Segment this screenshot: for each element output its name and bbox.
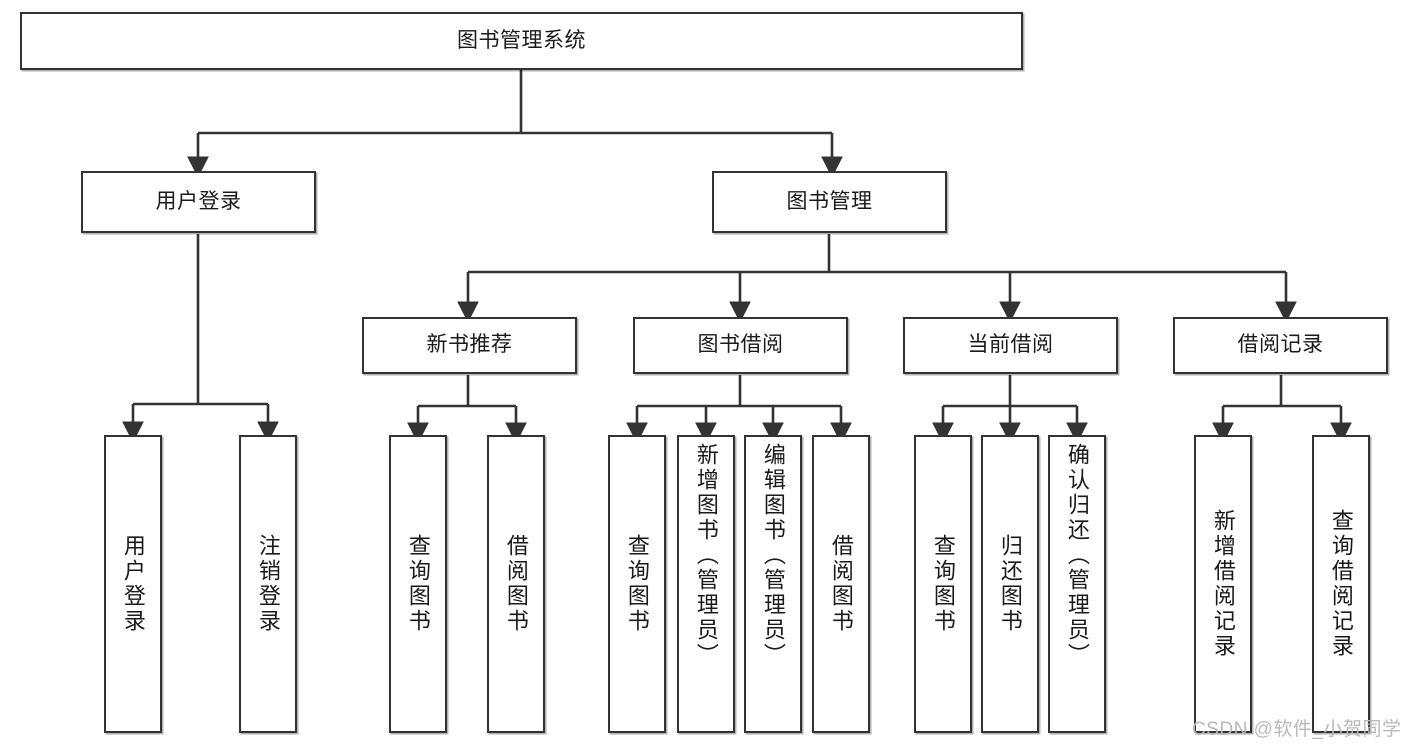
node-leaf-query-borrow-record-label: 查询借阅记录 [1328,509,1354,659]
node-root[interactable]: 图书管理系统 [20,12,1023,70]
node-current-borrow-label: 当前借阅 [967,333,1054,357]
node-borrow-record-label: 借阅记录 [1237,333,1324,357]
node-leaf-borrow-book-2[interactable]: 借阅图书 [812,435,870,733]
node-leaf-return-book-label: 归还图书 [997,534,1023,634]
node-leaf-add-book[interactable]: 新增图书（管理员） [677,435,735,733]
node-leaf-borrow-book-1[interactable]: 借阅图书 [487,435,545,733]
node-leaf-query-book-1-label: 查询图书 [405,534,431,634]
node-leaf-query-book-1[interactable]: 查询图书 [389,435,447,733]
node-user-login[interactable]: 用户登录 [81,171,316,233]
node-new-book-recommend-label: 新书推荐 [426,333,513,357]
node-leaf-add-borrow-record[interactable]: 新增借阅记录 [1194,435,1252,733]
node-root-label: 图书管理系统 [457,28,586,52]
node-leaf-user-login[interactable]: 用户登录 [104,435,162,733]
watermark: CSDN @软件_小贺同学 [1192,719,1402,740]
node-book-borrow[interactable]: 图书借阅 [633,317,848,374]
node-borrow-record[interactable]: 借阅记录 [1173,317,1388,374]
node-leaf-logout-login[interactable]: 注销登录 [239,435,297,733]
node-leaf-add-borrow-record-label: 新增借阅记录 [1210,509,1236,659]
node-leaf-query-book-2-label: 查询图书 [624,534,650,634]
node-current-borrow[interactable]: 当前借阅 [903,317,1118,374]
node-leaf-return-book[interactable]: 归还图书 [981,435,1039,733]
node-leaf-query-book-3[interactable]: 查询图书 [914,435,972,733]
node-leaf-borrow-book-2-label: 借阅图书 [828,534,854,634]
node-leaf-edit-book[interactable]: 编辑图书（管理员） [744,435,802,733]
node-leaf-user-login-label: 用户登录 [120,534,146,634]
node-leaf-confirm-return-label: 确认归还（管理员） [1064,443,1090,668]
node-book-borrow-label: 图书借阅 [697,333,784,357]
node-book-manage[interactable]: 图书管理 [712,171,947,233]
node-leaf-query-book-3-label: 查询图书 [930,534,956,634]
node-leaf-add-book-label: 新增图书（管理员） [693,443,719,668]
node-leaf-edit-book-label: 编辑图书（管理员） [760,443,786,668]
node-leaf-query-book-2[interactable]: 查询图书 [608,435,666,733]
node-leaf-borrow-book-1-label: 借阅图书 [503,534,529,634]
node-leaf-logout-login-label: 注销登录 [255,534,281,634]
node-new-book-recommend[interactable]: 新书推荐 [362,317,577,374]
node-leaf-query-borrow-record[interactable]: 查询借阅记录 [1312,435,1370,733]
node-leaf-confirm-return[interactable]: 确认归还（管理员） [1048,435,1106,733]
node-user-login-label: 用户登录 [155,189,242,213]
node-book-manage-label: 图书管理 [786,189,873,213]
